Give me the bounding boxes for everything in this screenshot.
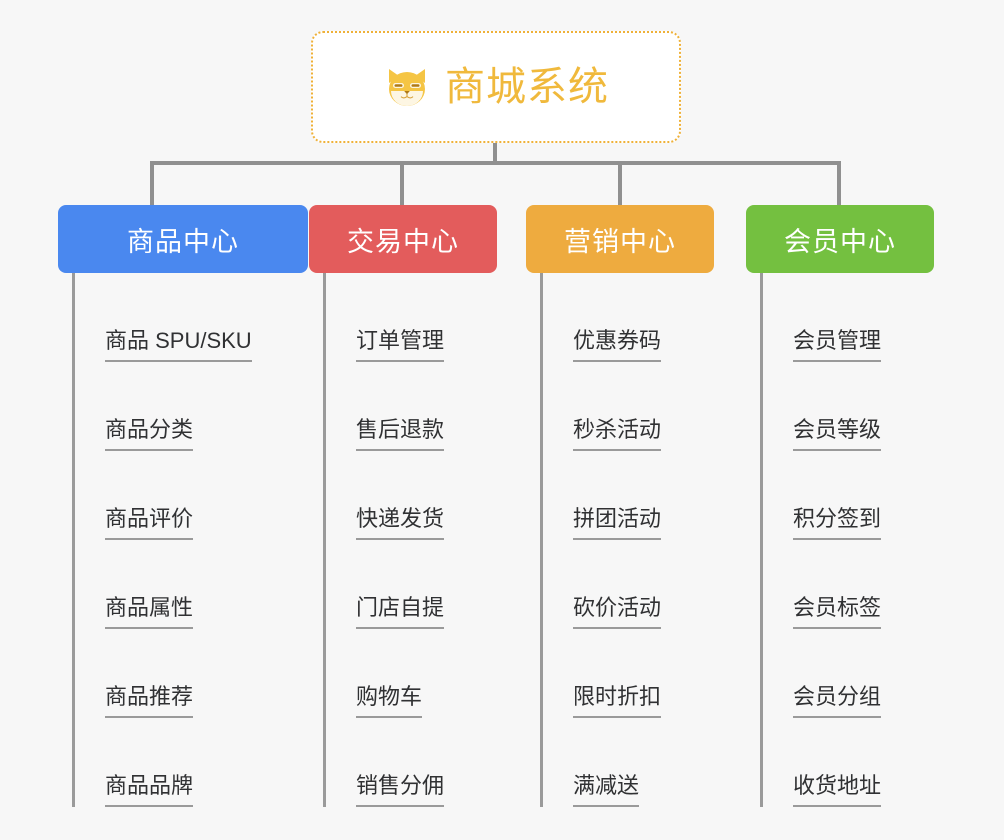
leaf-item[interactable]: 商品品牌 (75, 718, 308, 807)
leaf-item[interactable]: 会员等级 (763, 362, 934, 451)
leaf-item[interactable]: 销售分佣 (326, 718, 497, 807)
leaf-label: 会员管理 (793, 327, 882, 362)
shiba-dog-face-icon (383, 63, 431, 111)
leaf-label: 优惠券码 (573, 327, 662, 362)
leaf-item[interactable]: 会员分组 (763, 629, 934, 718)
branch-product-center: 商品中心 商品 SPU/SKU 商品分类 商品评价 商品属性 商品推荐 商品品牌 (58, 205, 308, 807)
leaf-label: 积分签到 (793, 505, 882, 540)
branch-header-2[interactable]: 交易中心 (309, 205, 497, 273)
leaf-label: 商品推荐 (105, 683, 194, 718)
branch-header-label-4: 会员中心 (784, 226, 896, 257)
branch-header-4[interactable]: 会员中心 (746, 205, 934, 273)
leaf-label: 拼团活动 (573, 505, 662, 540)
leaf-item[interactable]: 商品评价 (75, 451, 308, 540)
leaf-item[interactable]: 限时折扣 (543, 629, 714, 718)
leaf-label: 销售分佣 (356, 772, 445, 807)
branch-header-label-2: 交易中心 (347, 226, 459, 257)
leaf-list-1: 商品 SPU/SKU 商品分类 商品评价 商品属性 商品推荐 商品品牌 (72, 273, 308, 807)
leaf-label: 商品 SPU/SKU (105, 327, 252, 362)
leaf-label: 会员分组 (793, 683, 882, 718)
leaf-label: 快递发货 (356, 505, 445, 540)
leaf-label: 收货地址 (793, 772, 882, 807)
branch-header-3[interactable]: 营销中心 (526, 205, 714, 273)
connector-root-stem (493, 143, 497, 163)
leaf-item[interactable]: 积分签到 (763, 451, 934, 540)
leaf-label: 商品属性 (105, 594, 194, 629)
leaf-item[interactable]: 商品属性 (75, 540, 308, 629)
leaf-item[interactable]: 门店自提 (326, 540, 497, 629)
connector-drop-4 (837, 161, 841, 205)
branch-trade-center: 交易中心 订单管理 售后退款 快递发货 门店自提 购物车 销售分佣 (309, 205, 497, 807)
leaf-label: 商品分类 (105, 416, 194, 451)
leaf-label: 满减送 (573, 772, 640, 807)
leaf-label: 门店自提 (356, 594, 445, 629)
leaf-label: 订单管理 (356, 327, 445, 362)
leaf-item[interactable]: 商品 SPU/SKU (75, 273, 308, 362)
leaf-label: 秒杀活动 (573, 416, 662, 451)
root-title: 商城系统 (445, 65, 609, 109)
connector-drop-2 (400, 161, 404, 205)
leaf-label: 售后退款 (356, 416, 445, 451)
connector-drop-1 (150, 161, 154, 205)
leaf-label: 限时折扣 (573, 683, 662, 718)
leaf-item[interactable]: 商品推荐 (75, 629, 308, 718)
leaf-label: 会员标签 (793, 594, 882, 629)
leaf-label: 砍价活动 (573, 594, 662, 629)
leaf-item[interactable]: 购物车 (326, 629, 497, 718)
leaf-item[interactable]: 拼团活动 (543, 451, 714, 540)
leaf-label: 商品品牌 (105, 772, 194, 807)
leaf-item[interactable]: 售后退款 (326, 362, 497, 451)
leaf-label: 商品评价 (105, 505, 194, 540)
branch-header-1[interactable]: 商品中心 (58, 205, 308, 273)
leaf-item[interactable]: 满减送 (543, 718, 714, 807)
branch-marketing-center: 营销中心 优惠券码 秒杀活动 拼团活动 砍价活动 限时折扣 满减送 (526, 205, 714, 807)
leaf-item[interactable]: 优惠券码 (543, 273, 714, 362)
leaf-list-4: 会员管理 会员等级 积分签到 会员标签 会员分组 收货地址 (760, 273, 934, 807)
branch-header-label-3: 营销中心 (564, 226, 676, 257)
root-node[interactable]: 商城系统 (311, 31, 681, 143)
connector-drop-3 (618, 161, 622, 205)
leaf-item[interactable]: 会员管理 (763, 273, 934, 362)
branch-header-label-1: 商品中心 (127, 226, 239, 257)
leaf-item[interactable]: 秒杀活动 (543, 362, 714, 451)
leaf-list-3: 优惠券码 秒杀活动 拼团活动 砍价活动 限时折扣 满减送 (540, 273, 714, 807)
leaf-item[interactable]: 订单管理 (326, 273, 497, 362)
leaf-label: 购物车 (356, 683, 423, 718)
leaf-item[interactable]: 砍价活动 (543, 540, 714, 629)
leaf-label: 会员等级 (793, 416, 882, 451)
leaf-item[interactable]: 快递发货 (326, 451, 497, 540)
leaf-list-2: 订单管理 售后退款 快递发货 门店自提 购物车 销售分佣 (323, 273, 497, 807)
branch-member-center: 会员中心 会员管理 会员等级 积分签到 会员标签 会员分组 收货地址 (746, 205, 934, 807)
leaf-item[interactable]: 商品分类 (75, 362, 308, 451)
leaf-item[interactable]: 会员标签 (763, 540, 934, 629)
leaf-item[interactable]: 收货地址 (763, 718, 934, 807)
connector-horizontal-bus (150, 161, 839, 165)
